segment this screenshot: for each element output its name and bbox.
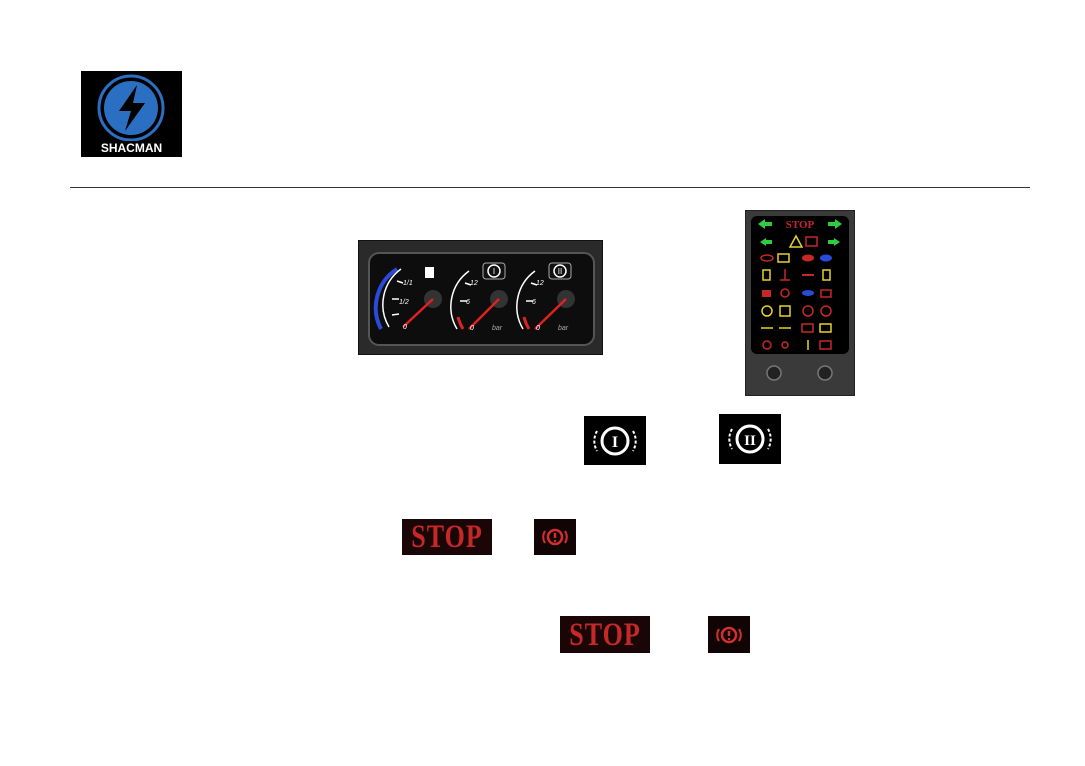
brake-fault-icon bbox=[820, 305, 832, 317]
cab-tilt-icon bbox=[762, 290, 771, 297]
fuel-reserve-icon bbox=[822, 269, 831, 281]
warning-panel-graphic: STOP bbox=[751, 216, 849, 381]
fuel-label-half: 1/2 bbox=[399, 299, 409, 306]
fuel-label-full: 1/1 bbox=[403, 280, 413, 287]
charge-warning-icon bbox=[819, 340, 832, 350]
pressure-1-tick-mid: 6 bbox=[466, 299, 470, 306]
pressure-1-badge: I bbox=[493, 267, 495, 276]
stop-1-label: STOP bbox=[411, 519, 483, 555]
stop-lamp-2-icon bbox=[708, 616, 750, 653]
brake-circuit-1-label: I bbox=[612, 434, 618, 451]
gauge-cluster-graphic: 1/1 1/2 0 I 12 6 0 bar bbox=[368, 252, 595, 346]
pressure-2-tick-mid: 6 bbox=[532, 299, 536, 306]
brake-circuit-icon bbox=[761, 305, 773, 317]
seatbelt-icon bbox=[779, 305, 791, 317]
shacman-emblem-icon bbox=[97, 74, 165, 141]
brake-circuit-2-icon: II bbox=[719, 414, 781, 464]
air-pressure-gauge-1: I 12 6 0 bar bbox=[450, 262, 508, 332]
stop-warning-1: STOP bbox=[402, 519, 492, 555]
trailer-right-icon bbox=[828, 238, 840, 246]
pressure-1-tick-max: 12 bbox=[470, 280, 478, 287]
brake-wear-icon bbox=[802, 254, 814, 262]
panel-button-left[interactable] bbox=[766, 365, 782, 381]
stop-warning-2: STOP bbox=[560, 616, 650, 653]
panel-stop-label: STOP bbox=[786, 219, 815, 231]
tractor-abs-icon bbox=[819, 323, 832, 333]
low-beam-icon bbox=[802, 290, 814, 296]
coolant-temp-icon bbox=[780, 269, 790, 281]
stop-lamp-1-icon bbox=[534, 519, 576, 555]
brand-name: SHACMAN bbox=[100, 141, 163, 155]
battery-warning-icon bbox=[805, 236, 818, 247]
brake-warning-icon bbox=[762, 340, 772, 350]
pressure-2-tick-max: 12 bbox=[536, 280, 544, 287]
brake-circuit-2-label: II bbox=[744, 433, 756, 449]
shacman-logo: SHACMAN bbox=[81, 71, 182, 157]
pressure-1-unit: bar bbox=[492, 325, 503, 332]
high-beam-icon bbox=[820, 254, 832, 262]
fuel-gauge: 1/1 1/2 0 bbox=[373, 267, 442, 331]
stop-2-label: STOP bbox=[569, 616, 641, 653]
gauge-cluster: 1/1 1/2 0 I 12 6 0 bar bbox=[358, 240, 603, 355]
air-pressure-gauge-2: II 12 6 0 bar bbox=[516, 262, 575, 332]
fuel-label-empty: 0 bbox=[403, 324, 407, 331]
panel-button-right[interactable] bbox=[817, 365, 833, 381]
parking-brake-icon bbox=[802, 305, 814, 317]
pressure-2-unit: bar bbox=[558, 325, 569, 332]
trailer-abs-icon bbox=[801, 323, 814, 333]
pressure-2-tick-min: 0 bbox=[536, 325, 540, 332]
pressure-2-badge: II bbox=[558, 267, 562, 276]
turn-left-icon bbox=[758, 219, 772, 229]
air-filter-icon bbox=[780, 288, 790, 298]
turn-right-icon bbox=[828, 219, 842, 229]
engine-check-icon bbox=[777, 253, 790, 263]
fuel-filter-icon bbox=[762, 269, 771, 281]
warning-light-panel: STOP bbox=[745, 210, 855, 396]
trailer-brake-icon bbox=[820, 289, 832, 298]
oil-pressure-icon bbox=[760, 254, 774, 262]
hazard-icon bbox=[788, 234, 804, 248]
header-divider bbox=[70, 187, 1030, 188]
brake-circuit-1-icon: I bbox=[584, 416, 646, 465]
pressure-1-tick-min: 0 bbox=[470, 325, 474, 332]
trailer-left-icon bbox=[760, 238, 772, 246]
power-takeoff-icon bbox=[781, 341, 789, 349]
